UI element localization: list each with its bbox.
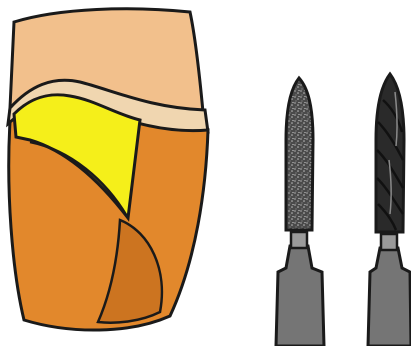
diamond-bur [276,78,324,346]
tooth-section [8,9,208,330]
carbide-bur-shank [368,248,411,346]
carbide-bur-neck [381,234,397,250]
diamond-bur-head [286,78,313,230]
diamond-bur-neck [291,232,307,248]
carbide-bur [368,74,411,346]
diamond-bur-shank [276,246,324,346]
